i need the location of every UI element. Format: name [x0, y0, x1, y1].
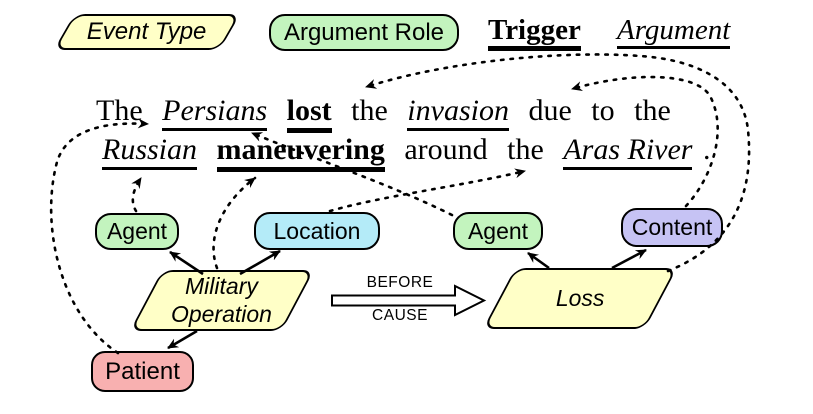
word-persians: Persians — [162, 94, 268, 131]
sentence-period: . — [702, 133, 711, 166]
solid-arrow-milop-to-patient — [167, 329, 198, 350]
role-node-agent-left: Agent — [95, 213, 179, 250]
word-russian: Russian — [102, 133, 198, 170]
relation-label-before: BEFORE — [366, 274, 434, 291]
word-the-1: The — [96, 94, 143, 127]
role-node-patient: Patient — [91, 351, 194, 392]
dashed-arrow-location-to-aras-river — [328, 168, 527, 213]
role-node-patient-label: Patient — [105, 357, 180, 385]
word-due: due — [528, 94, 572, 127]
word-aras-river: Aras River — [563, 133, 693, 170]
word-invasion: invasion — [407, 94, 509, 131]
legend-event-type-label: Event Type — [87, 17, 207, 45]
word-the-4: the — [507, 133, 544, 166]
role-node-location-label: Location — [273, 217, 361, 244]
sentence-line-2: Russian maneuvering around the Aras Rive… — [102, 133, 710, 172]
role-node-agent-left-label: Agent — [106, 218, 168, 244]
word-the-2: the — [351, 94, 388, 127]
word-lost: lost — [286, 94, 332, 133]
dashed-arrow-agent-to-russian — [131, 176, 143, 213]
solid-arrow-loss-to-content — [611, 248, 647, 270]
role-node-content: Content — [621, 208, 723, 247]
event-node-loss: Loss — [482, 268, 678, 329]
legend-argument-label: Argument — [617, 14, 731, 49]
event-node-loss-label: Loss — [555, 284, 605, 311]
legend-argument-role-pill: Argument Role — [269, 14, 459, 51]
legend-event-type-shape: Event Type — [53, 14, 241, 50]
role-node-content-label: Content — [631, 214, 713, 240]
role-node-agent-right-label: Agent — [467, 217, 529, 244]
event-node-military-operation: Military Operation — [129, 270, 315, 331]
legend-trigger-label: Trigger — [488, 14, 581, 51]
event-node-military-operation-label: Military Operation — [171, 272, 273, 327]
word-maneuvering: maneuvering — [216, 133, 385, 172]
role-node-location: Location — [254, 212, 380, 250]
solid-arrow-loss-to-agent — [527, 251, 550, 270]
relation-label-cause: CAUSE — [372, 307, 428, 324]
word-to: to — [591, 94, 615, 127]
sentence-line-1: The Persians lost the invasion due to th… — [96, 94, 671, 133]
word-around: around — [404, 133, 488, 166]
word-the-3: the — [634, 94, 671, 127]
role-node-agent-right: Agent — [453, 212, 543, 250]
dashed-arrow-milop-to-maneuvering-trigger — [212, 176, 257, 270]
legend-argument-role-label: Argument Role — [283, 18, 445, 46]
